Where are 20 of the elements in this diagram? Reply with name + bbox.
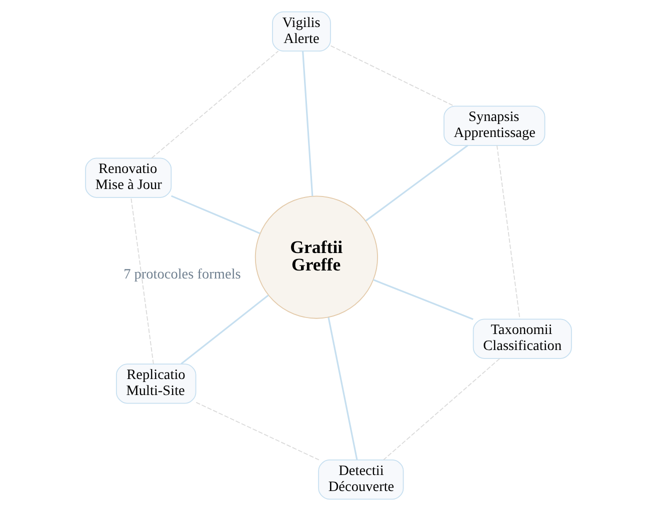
connector xyxy=(302,51,314,196)
connector xyxy=(496,144,520,320)
connector xyxy=(151,50,279,159)
node-box: Detectii Découverte xyxy=(318,459,404,500)
node-box: Replicatio Multi-Site xyxy=(116,364,196,404)
connector xyxy=(372,279,474,320)
connector xyxy=(330,45,454,106)
connector xyxy=(130,197,154,364)
label: 7 protocoles formels xyxy=(124,266,241,283)
node-box: Synapsis Apprentissage xyxy=(444,106,546,146)
node-box: Vigilis Alerte xyxy=(272,11,331,52)
connector xyxy=(383,358,500,460)
node-box: Renovatio Mise à Jour xyxy=(85,158,172,198)
connector xyxy=(171,195,260,234)
node-circle: Graftii Greffe xyxy=(254,196,378,319)
connector xyxy=(328,317,358,460)
connector xyxy=(180,294,269,365)
connector xyxy=(195,402,320,460)
connector xyxy=(365,144,468,222)
node-box: Taxonomii Classification xyxy=(472,318,572,359)
